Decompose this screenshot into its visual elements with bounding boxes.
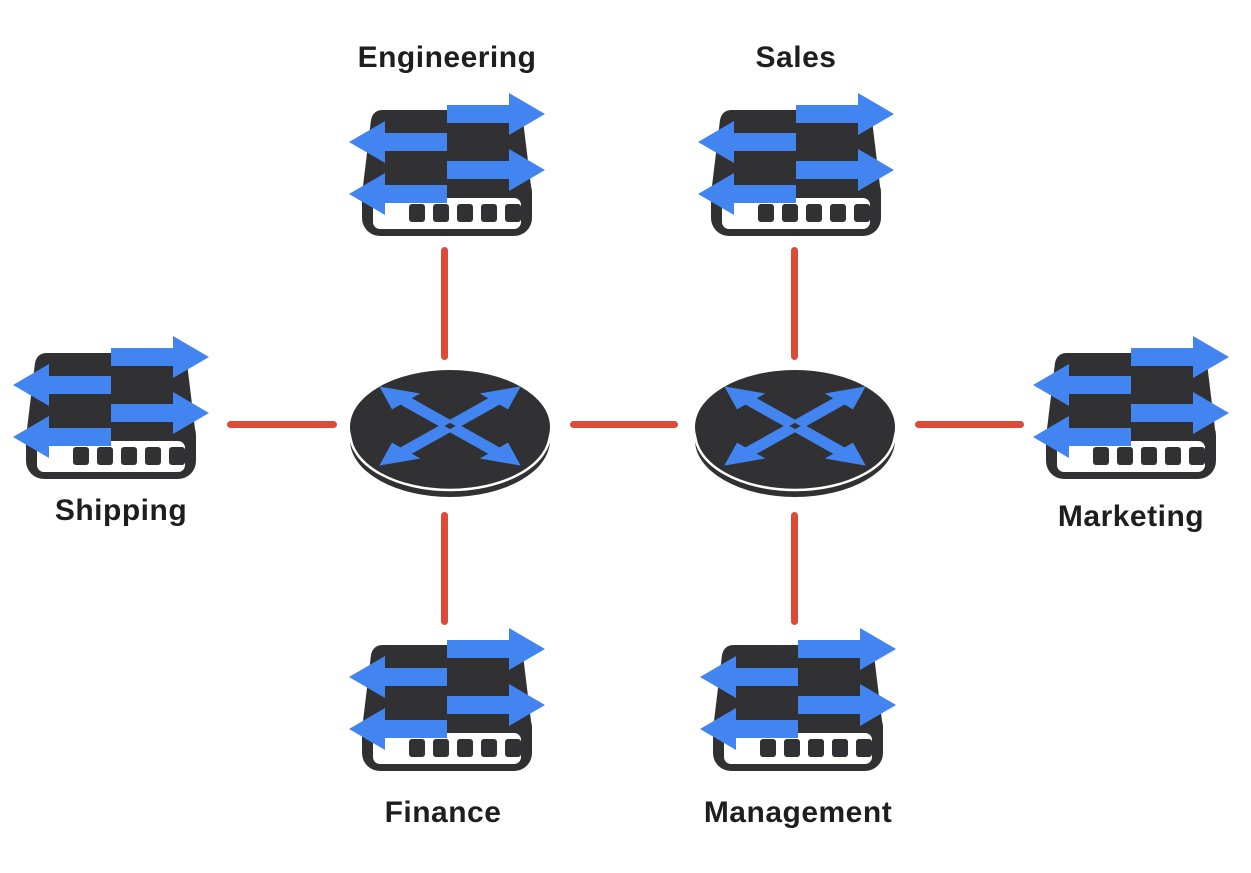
switch-icon — [700, 628, 896, 771]
link-engineering-router1 — [441, 247, 448, 360]
link-router2-marketing — [915, 421, 1024, 428]
node-sales-switch — [696, 90, 896, 240]
node-engineering-switch — [347, 90, 547, 240]
switch-icon — [349, 628, 545, 771]
node-router-1 — [347, 367, 553, 501]
link-router1-finance — [441, 512, 448, 625]
switch-icon — [698, 93, 894, 236]
link-shipping-router1 — [227, 421, 337, 428]
label-shipping: Shipping — [54, 494, 188, 527]
link-router2-management — [791, 512, 798, 625]
router-icon — [693, 368, 897, 499]
link-router1-router2 — [570, 421, 678, 428]
label-management: Management — [703, 796, 893, 829]
node-finance-switch — [347, 625, 547, 775]
label-marketing: Marketing — [1057, 500, 1205, 533]
switch-icon — [1033, 336, 1229, 479]
node-marketing-switch — [1031, 333, 1231, 483]
node-router-2 — [692, 367, 898, 501]
label-sales: Sales — [755, 41, 837, 74]
node-shipping-switch — [11, 333, 211, 483]
switch-icon — [349, 93, 545, 236]
node-management-switch — [698, 625, 898, 775]
switch-icon — [13, 336, 209, 479]
label-engineering: Engineering — [357, 41, 537, 74]
link-sales-router2 — [791, 247, 798, 360]
router-icon — [348, 368, 552, 499]
label-finance: Finance — [384, 796, 502, 829]
